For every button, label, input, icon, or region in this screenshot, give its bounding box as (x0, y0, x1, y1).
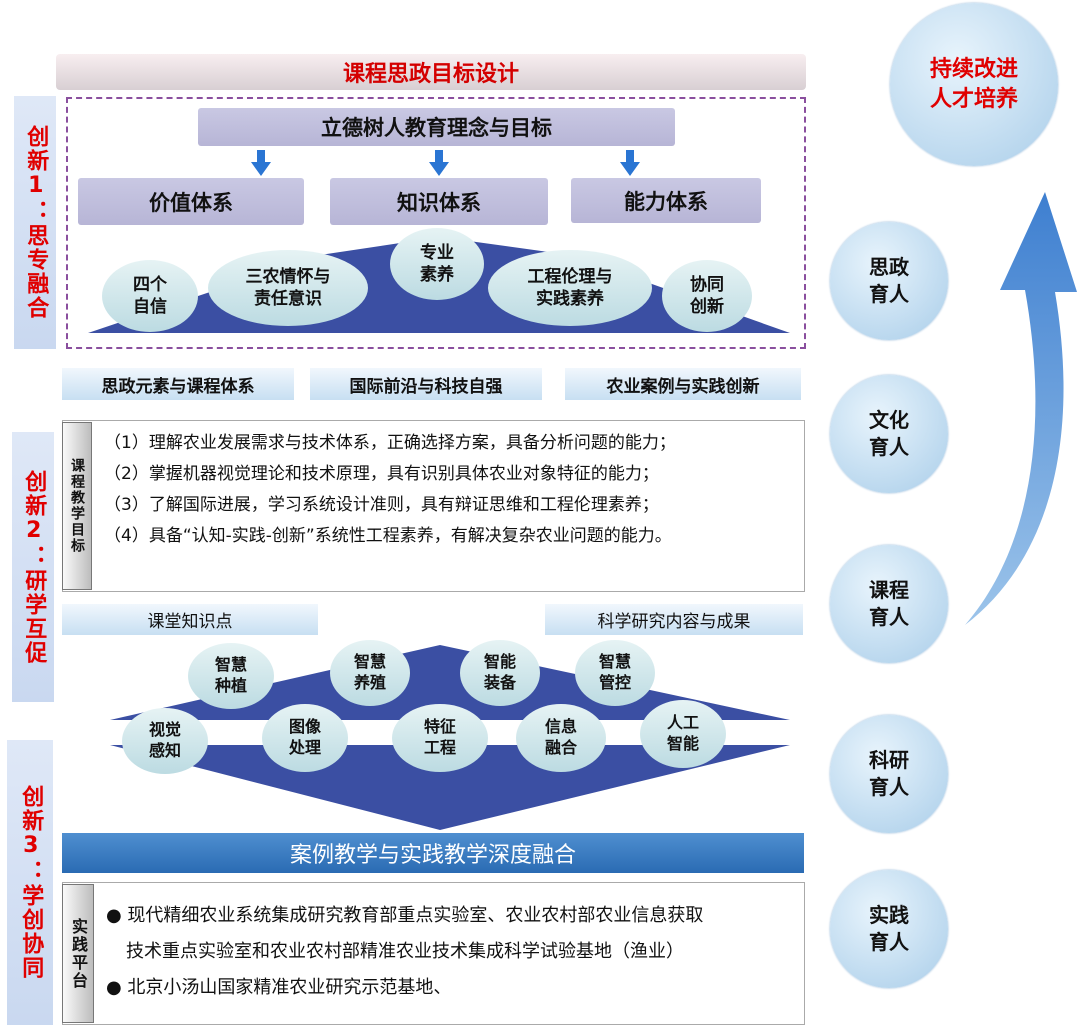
classroom-knowledge-bar: 课堂知识点 (62, 604, 318, 635)
down-arrow-icon (620, 150, 640, 176)
platform-item: ● 现代精细农业系统集成研究教育部重点实验室、农业农村部农业信息获取 (106, 905, 704, 926)
platform-item: 技术重点实验室和农业农村部精准农业技术集成科学试验基地（渔业） (126, 941, 684, 962)
research-content-bar: 科学研究内容与成果 (545, 604, 803, 635)
objective-item: （1）理解农业发展需求与技术体系，正确选择方案，具备分析问题的能力； (104, 433, 676, 453)
education-circle: 实践 育人 (830, 870, 948, 988)
system-ability: 能力体系 (571, 178, 761, 223)
education-circle: 文化 育人 (830, 375, 948, 493)
mountain-item: 专业 素养 (390, 228, 484, 300)
education-circle: 思政 育人 (830, 222, 948, 340)
mountain-item: 三农情怀与 责任意识 (208, 250, 368, 326)
innovation1-label: 创新1：思专融合 (14, 96, 56, 349)
education-circle: 科研 育人 (830, 715, 948, 833)
platform-item: ● 北京小汤山国家精准农业研究示范基地、 (106, 977, 452, 998)
diamond-bottom-item: 图像 处理 (262, 704, 348, 772)
ideology-frame (66, 97, 806, 349)
mountain-item: 协同 创新 (662, 260, 752, 332)
diamond-top-item: 智慧 养殖 (330, 640, 410, 706)
upward-arrow-icon (965, 192, 1077, 625)
moral-goal-box: 立德树人教育理念与目标 (198, 108, 675, 146)
mountain-item: 四个 自信 (102, 260, 198, 332)
objectives-label: 课程教学目标 (62, 422, 92, 590)
theme-bar: 农业案例与实践创新 (565, 368, 801, 400)
theme-bar: 思政元素与课程体系 (62, 368, 294, 400)
diamond-top-item: 智能 装备 (460, 640, 540, 706)
diamond-bottom-item: 特征 工程 (392, 704, 488, 772)
education-circle: 课程 育人 (830, 545, 948, 663)
goal-circle: 持续改进 人才培养 (890, 3, 1058, 166)
objective-item: （3）了解国际进展，学习系统设计准则，具有辩证思维和工程伦理素养； (104, 495, 659, 515)
fusion-banner: 案例教学与实践教学深度融合 (62, 833, 804, 873)
objectives-list: （1）理解农业发展需求与技术体系，正确选择方案，具备分析问题的能力； （2）掌握… (104, 428, 804, 552)
diamond-bottom-item: 视觉 感知 (122, 708, 208, 774)
platform-label: 实践平台 (62, 884, 94, 1023)
system-knowledge: 知识体系 (330, 178, 548, 225)
platform-list: ● 现代精细农业系统集成研究教育部重点实验室、农业农村部农业信息获取 技术重点实… (106, 898, 802, 1006)
diamond-top-item: 智慧 管控 (575, 640, 655, 706)
mountain-item: 工程伦理与 实践素养 (488, 250, 652, 326)
down-arrow-icon (429, 150, 449, 176)
objective-item: （4）具备“认知-实践-创新”系统性工程素养，有解决复杂农业问题的能力。 (104, 526, 672, 546)
theme-bar: 国际前沿与科技自强 (310, 368, 542, 400)
course-ideology-banner: 课程思政目标设计 (56, 54, 806, 90)
innovation3-label: 创新3：学创协同 (7, 740, 53, 1025)
objective-item: （2）掌握机器视觉理论和技术原理，具有识别具体农业对象特征的能力； (104, 464, 659, 484)
down-arrow-icon (251, 150, 271, 176)
system-value: 价值体系 (78, 178, 304, 225)
diamond-top-item: 智慧 种植 (188, 643, 274, 709)
innovation2-label: 创新2：研学互促 (12, 432, 54, 702)
diamond-bottom-item: 信息 融合 (516, 704, 606, 772)
diamond-bottom-item: 人工 智能 (640, 700, 726, 768)
